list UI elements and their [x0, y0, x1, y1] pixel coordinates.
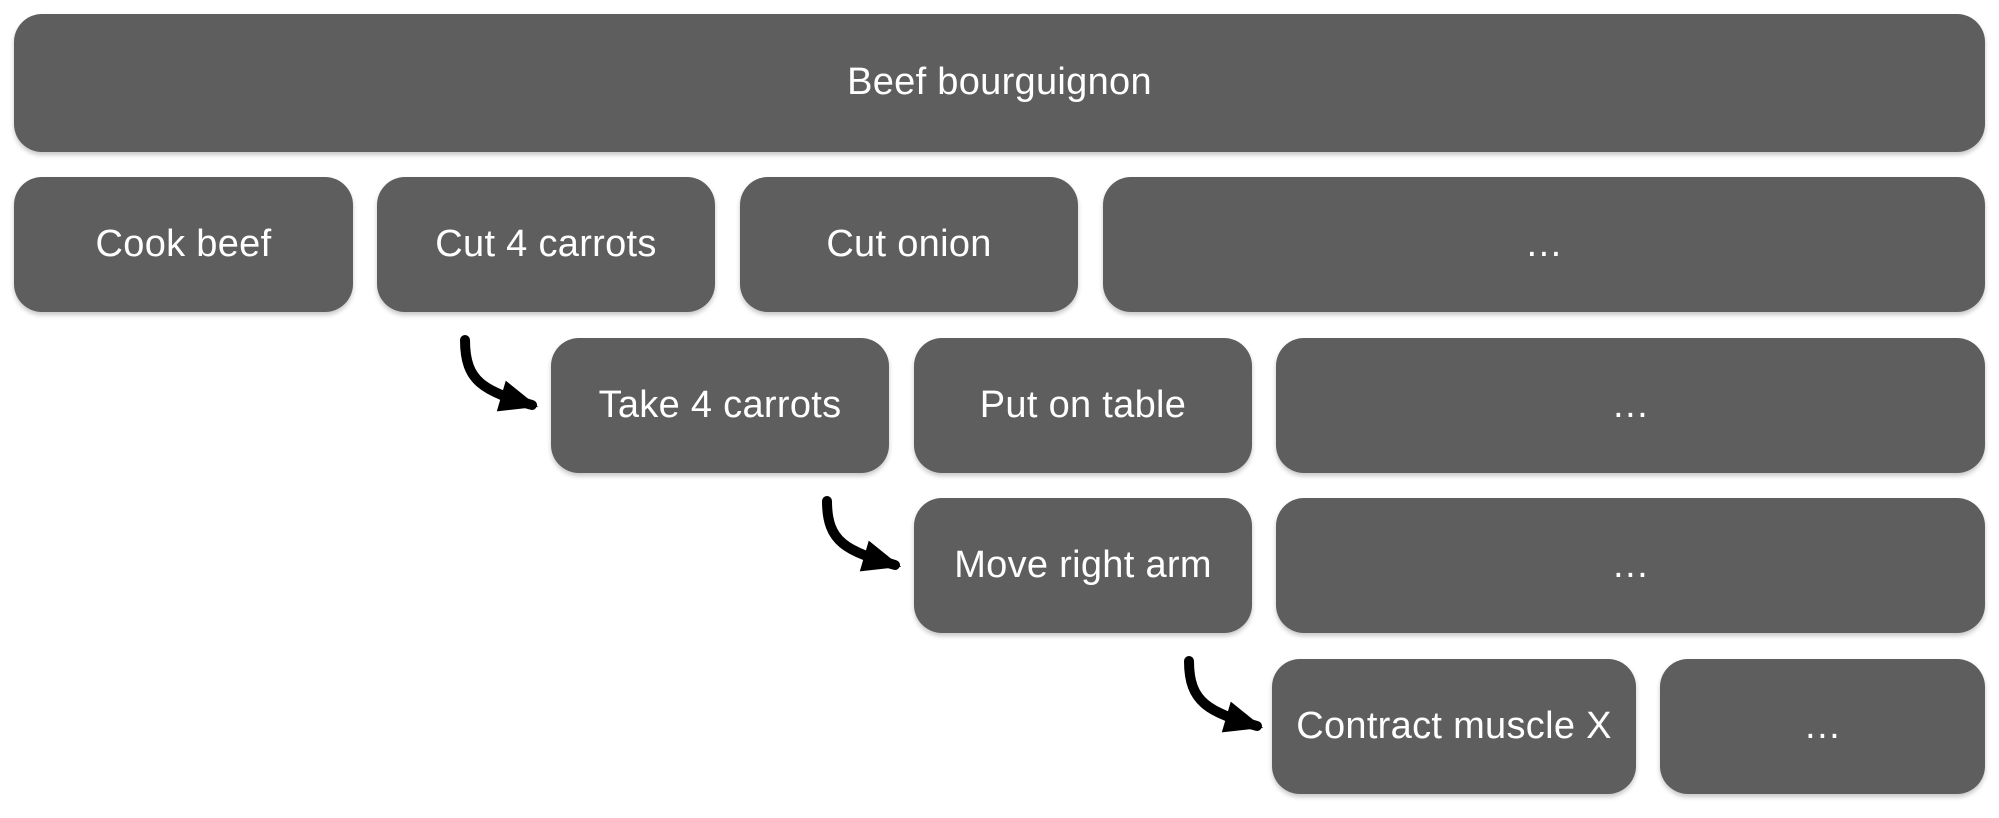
node-more-row3: …: [1276, 338, 1985, 473]
node-label: Take 4 carrots: [598, 383, 842, 426]
node-label: Cut 4 carrots: [435, 222, 657, 265]
node-more-row2: …: [1103, 177, 1985, 312]
node-cut-4-carrots: Cut 4 carrots: [377, 177, 715, 312]
node-label: …: [1611, 543, 1650, 586]
node-beef-bourguignon: Beef bourguignon: [14, 14, 1985, 152]
node-take-4-carrots: Take 4 carrots: [551, 338, 889, 473]
node-label: Contract muscle X: [1296, 704, 1612, 747]
arrow-take-4-carrots-to-move-right-arm: [822, 496, 902, 572]
node-label: Put on table: [979, 383, 1187, 426]
node-put-on-table: Put on table: [914, 338, 1252, 473]
node-label: Cut onion: [826, 222, 992, 265]
arrow-cut-4-carrots-to-take-4-carrots: [460, 335, 539, 412]
node-label: …: [1611, 383, 1650, 426]
node-label: Move right arm: [954, 543, 1212, 586]
arrow-move-right-arm-to-contract-muscle-x: [1184, 656, 1264, 733]
node-cut-onion: Cut onion: [740, 177, 1078, 312]
node-contract-muscle-x: Contract muscle X: [1272, 659, 1636, 794]
node-label: …: [1524, 222, 1564, 265]
node-cook-beef: Cook beef: [14, 177, 353, 312]
node-more-row4: …: [1276, 498, 1985, 633]
node-more-row5: …: [1660, 659, 1985, 794]
node-label: Beef bourguignon: [847, 61, 1152, 104]
node-label: …: [1803, 704, 1842, 747]
node-label: Cook beef: [95, 222, 272, 265]
node-move-right-arm: Move right arm: [914, 498, 1252, 633]
